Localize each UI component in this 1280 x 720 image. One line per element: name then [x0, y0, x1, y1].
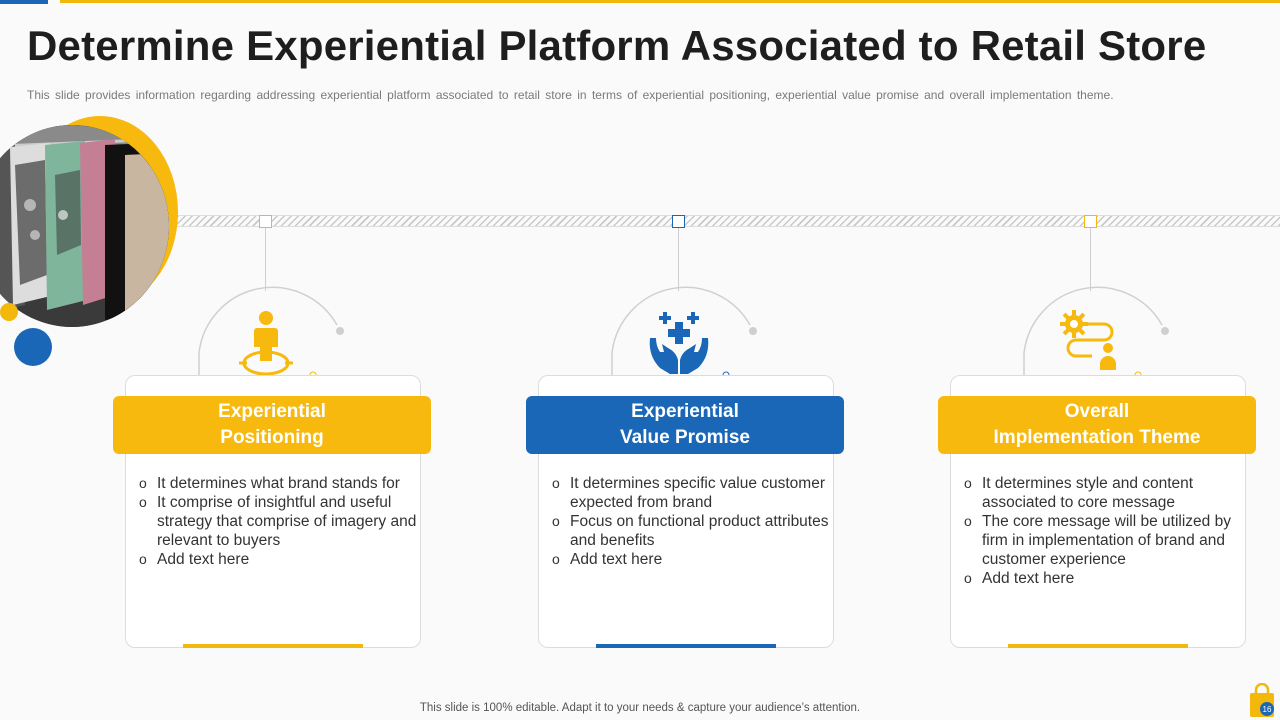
card-header: Overall Implementation Theme — [938, 396, 1256, 454]
connector-line — [1090, 228, 1091, 291]
card-header: Experiential Positioning — [113, 396, 431, 454]
card-underline — [596, 644, 776, 648]
column-experiential-value-promise: Experiential Value Promise It determines… — [526, 213, 846, 653]
column-overall-implementation-theme: Overall Implementation Theme It determin… — [938, 213, 1258, 653]
connector-square — [672, 215, 685, 228]
bullet-item: It comprise of insightful and useful str… — [139, 493, 419, 550]
hands-plus-icon — [649, 312, 709, 374]
top-accent-blue — [0, 0, 48, 4]
gear-person-path-icon — [1060, 310, 1116, 370]
bullet-list: It determines style and content associat… — [964, 474, 1244, 588]
bullet-list: It determines specific value customer ex… — [552, 474, 832, 569]
hatched-divider — [170, 215, 1280, 227]
connector-square — [1084, 215, 1097, 228]
slide-title: Determine Experiential Platform Associat… — [27, 22, 1207, 69]
connector-line — [678, 228, 679, 291]
bullet-item: The core message will be utilized by fir… — [964, 512, 1244, 569]
page-number: 16 — [1263, 705, 1272, 714]
bullet-item: Add text here — [964, 569, 1244, 588]
column-experiential-positioning: Experiential Positioning It determines w… — [113, 213, 433, 653]
person-target-icon — [239, 311, 293, 378]
page-number-bag-icon: 16 — [1250, 683, 1274, 717]
slide-subtitle: This slide provides information regardin… — [27, 88, 1114, 102]
connector-line — [265, 228, 266, 291]
bullet-item: It determines style and content associat… — [964, 474, 1244, 512]
connector-square — [259, 215, 272, 228]
bullet-item: It determines specific value customer ex… — [552, 474, 832, 512]
bullet-item: It determines what brand stands for — [139, 474, 419, 493]
bullet-item: Add text here — [139, 550, 419, 569]
top-accent-gold — [60, 0, 1280, 3]
card-underline — [183, 644, 363, 648]
decor-dot-yellow — [0, 303, 18, 321]
decor-dot-blue — [14, 328, 52, 366]
bullet-item: Focus on functional product attributes a… — [552, 512, 832, 550]
card-header: Experiential Value Promise — [526, 396, 844, 454]
footer-note: This slide is 100% editable. Adapt it to… — [419, 702, 861, 714]
card-underline — [1008, 644, 1188, 648]
bullet-item: Add text here — [552, 550, 832, 569]
bullet-list: It determines what brand stands for It c… — [139, 474, 419, 569]
